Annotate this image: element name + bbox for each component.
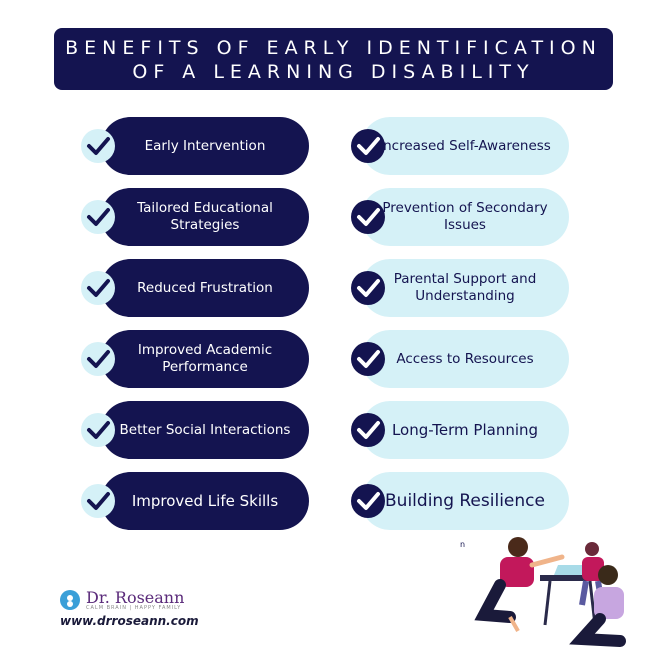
check-icon — [351, 200, 385, 234]
logo-tagline: CALM BRAIN | HAPPY FAMILY — [86, 605, 182, 611]
check-icon — [351, 342, 385, 376]
page-title-line-2: OF A LEARNING DISABILITY — [132, 61, 535, 83]
check-icon — [81, 413, 115, 447]
page-title-line-1: BENEFITS OF EARLY IDENTIFICATION — [65, 37, 602, 59]
benefit-building-resilience: Building Resilience — [361, 472, 569, 530]
website-link[interactable]: www.drroseann.com — [60, 614, 199, 628]
check-icon — [81, 200, 115, 234]
check-icon — [81, 129, 115, 163]
benefit-early-intervention: Early Intervention — [101, 117, 309, 175]
check-icon — [351, 129, 385, 163]
benefit-long-term-planning: Long-Term Planning — [361, 401, 569, 459]
benefit-access-resources: Access to Resources — [361, 330, 569, 388]
check-icon — [351, 484, 385, 518]
title-banner — [54, 28, 613, 90]
check-icon — [81, 342, 115, 376]
small-mark: n — [460, 540, 466, 549]
benefit-academic-performance: Improved Academic Performance — [101, 330, 309, 388]
benefit-social-interactions: Better Social Interactions — [101, 401, 309, 459]
check-icon — [351, 271, 385, 305]
benefit-reduced-frustration: Reduced Frustration — [101, 259, 309, 317]
check-icon — [81, 271, 115, 305]
logo-name: Dr. Roseann — [86, 588, 185, 607]
benefit-life-skills: Improved Life Skills — [101, 472, 309, 530]
family-reading-illustration — [474, 537, 626, 647]
benefit-prevention-secondary-issues: Prevention of Secondary Issues — [361, 188, 569, 246]
benefit-parental-support: Parental Support and Understanding — [361, 259, 569, 317]
check-icon — [81, 484, 115, 518]
benefit-tailored-strategies: Tailored Educational Strategies — [101, 188, 309, 246]
benefit-self-awareness: Increased Self-Awareness — [361, 117, 569, 175]
check-icon — [351, 413, 385, 447]
logo-icon — [60, 590, 80, 610]
